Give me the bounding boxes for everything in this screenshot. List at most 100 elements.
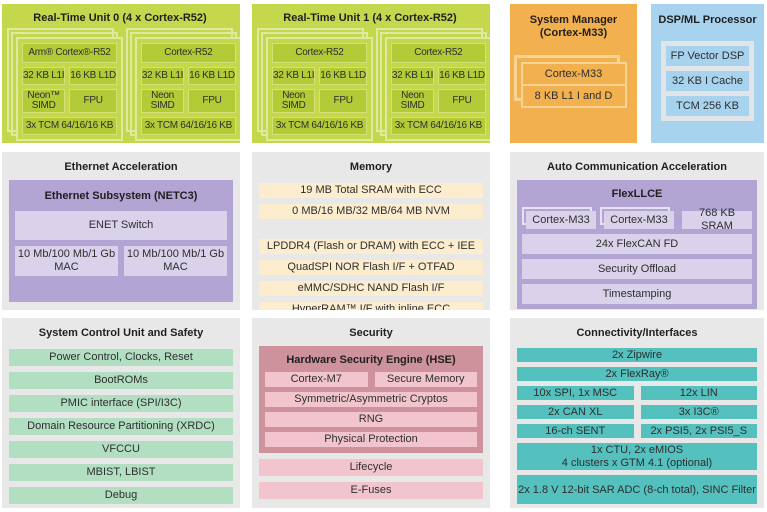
psi5-cell: 2x PSI5, 2x PSI5_S [640,424,757,438]
fpu-cell: FPU [69,89,117,113]
secure-memory-cell: Secure Memory [374,372,477,387]
core-name: Arm® Cortex®-R52 [22,43,117,63]
scu-row: PMIC interface (SPI/I3C) [9,395,233,412]
fpu-cell: FPU [319,89,367,113]
core-name: Cortex-R52 [390,43,486,63]
memory-row: 19 MB Total SRAM with ECC [259,183,483,198]
tcm-cell: 3x TCM 64/16/16 KB [390,117,486,135]
rtu1-core-cluster-1: Cortex-R52 32 KB L1I 16 KB L1D Neon SIMD… [375,28,490,141]
scu-safety-title: System Control Unit and Safety [38,327,204,339]
connectivity-title: Connectivity/Interfaces [576,327,698,339]
efuses-row: E-Fuses [259,482,483,499]
memory-row: HyperRAM™ I/F with inline ECC [259,302,483,310]
sent-cell: 16-ch SENT [517,424,634,438]
fpu-cell: FPU [438,89,486,113]
timestamping-row: Timestamping [522,284,752,304]
scu-row: Power Control, Clocks, Reset [9,349,233,366]
l1d-cache-cell: 16 KB L1D [319,67,367,85]
ctu-line-1: 1x CTU, 2x eMIOS [590,443,684,456]
section-ethernet-acceleration: Ethernet Acceleration Ethernet Subsystem… [2,152,240,310]
core-name: Cortex-R52 [140,43,236,63]
simd-cell: Neon™ SIMD [22,89,66,113]
flexllce-core-stack: Cortex-M33 [522,207,596,229]
ethernet-subsystem-title: Ethernet Subsystem (NETC3) [44,190,198,202]
flexllce-core-stack: Cortex-M33 [600,207,674,229]
sram-cell: 768 KB SRAM [682,207,752,232]
dsp-ml-card: FP Vector DSP 32 KB I Cache TCM 256 KB [661,41,754,121]
rtu0-cores: Arm® Cortex®-R52 32 KB L1I 16 KB L1D Neo… [6,28,240,141]
i3c-cell: 3x I3C® [640,405,757,419]
tcm-cell: 3x TCM 64/16/16 KB [22,117,117,135]
rtu0-core-cluster-1: Cortex-R52 32 KB L1I 16 KB L1D Neon SIMD… [125,28,240,141]
l1i-cache-cell: 32 KB L1I [390,67,435,85]
section-memory: Memory 19 MB Total SRAM with ECC 0 MB/16… [252,152,490,310]
l1d-cache-cell: 16 KB L1D [69,67,117,85]
cortex-m7-cell: Cortex-M7 [265,372,368,387]
rtu1-title: Real-Time Unit 1 (4 x Cortex-R52) [283,12,457,24]
flexllce-core-row: Cortex-M33 Cortex-M33 768 KB SRAM [522,207,752,232]
cortex-m33-cell: Cortex-M33 [604,211,674,229]
tcm-cell: TCM 256 KB [666,96,749,116]
l1-cache-cell: 8 KB L1 I and D [522,86,625,106]
memory-row: eMMC/SDHC NAND Flash I/F [259,281,483,296]
zipwire-row: 2x Zipwire [517,348,757,362]
auto-comm-title: Auto Communication Acceleration [547,161,727,173]
cryptos-row: Symmetric/Asymmetric Cryptos [265,392,477,407]
scu-row: MBIST, LBIST [9,464,233,481]
lin-cell: 12x LIN [640,386,757,400]
section-dsp-ml: DSP/ML Processor FP Vector DSP 32 KB I C… [651,4,764,143]
simd-cell: Neon SIMD [272,89,316,113]
hse-box: Hardware Security Engine (HSE) Cortex-M7… [259,346,483,453]
system-manager-title: System Manager (Cortex-M33) [529,14,618,39]
connectivity-pair-row: 10x SPI, 1x MSC 12x LIN [517,386,757,400]
rtu1-core-cluster-0: Cortex-R52 32 KB L1I 16 KB L1D Neon SIMD… [257,28,373,141]
ethernet-subsystem-box: Ethernet Subsystem (NETC3) ENET Switch 1… [9,180,233,302]
section-system-manager: System Manager (Cortex-M33) Cortex-M33 8… [510,4,637,143]
ctu-emios-gtm-row: 1x CTU, 2x eMIOS 4 clusters x GTM 4.1 (o… [517,443,757,471]
hse-pair-row: Cortex-M7 Secure Memory [265,372,477,387]
section-rtu0: Real-Time Unit 0 (4 x Cortex-R52) Arm® C… [2,4,240,143]
dsp-ml-title: DSP/ML Processor [658,14,757,26]
section-connectivity: Connectivity/Interfaces 2x Zipwire 2x Fl… [510,318,764,508]
section-scu-safety: System Control Unit and Safety Power Con… [2,318,240,508]
scu-row: BootROMs [9,372,233,389]
section-auto-comm: Auto Communication Acceleration FlexLLCE… [510,152,764,310]
memory-title: Memory [349,161,393,173]
scu-row: VFCCU [9,441,233,458]
mac-cell: 10 Mb/100 Mb/1 Gb MAC [124,246,227,276]
enet-switch-cell: ENET Switch [15,211,227,240]
rtu0-title: Real-Time Unit 0 (4 x Cortex-R52) [33,12,207,24]
physical-protection-row: Physical Protection [265,432,477,447]
l1i-cache-cell: 32 KB L1I [272,67,316,85]
simd-cell: Neon SIMD [140,89,185,113]
simd-cell: Neon SIMD [390,89,435,113]
mac-row: 10 Mb/100 Mb/1 Gb MAC 10 Mb/100 Mb/1 Gb … [15,246,227,276]
flexllce-title: FlexLLCE [611,188,663,200]
memory-row: 0 MB/16 MB/32 MB/64 MB NVM [259,204,483,219]
cortex-m33-cell: Cortex-M33 [526,211,596,229]
cortex-m33-cell: Cortex-M33 [522,64,625,84]
memory-row: LPDDR4 (Flash or DRAM) with ECC + IEE [259,239,483,254]
l1i-cache-cell: 32 KB L1I [140,67,185,85]
connectivity-pair-row: 16-ch SENT 2x PSI5, 2x PSI5_S [517,424,757,438]
hse-title: Hardware Security Engine (HSE) [286,354,456,366]
mac-cell: 10 Mb/100 Mb/1 Gb MAC [15,246,118,276]
tcm-cell: 3x TCM 64/16/16 KB [272,117,367,135]
sar-adc-row: 2x 1.8 V 12-bit SAR ADC (8-ch total), SI… [517,475,757,504]
flexcan-row: 24x FlexCAN FD [522,234,752,254]
memory-row: QuadSPI NOR Flash I/F + OTFAD [259,260,483,275]
tcm-cell: 3x TCM 64/16/16 KB [140,117,236,135]
lifecycle-row: Lifecycle [259,459,483,476]
l1i-cache-cell: 32 KB L1I [22,67,66,85]
connectivity-pair-row: 2x CAN XL 3x I3C® [517,405,757,419]
fp-vector-dsp-cell: FP Vector DSP [666,46,749,66]
scu-row: Debug [9,487,233,504]
l1d-cache-cell: 16 KB L1D [438,67,486,85]
icache-cell: 32 KB I Cache [666,71,749,91]
flexllce-box: FlexLLCE Cortex-M33 Cortex-M33 768 KB SR… [517,180,757,309]
fpu-cell: FPU [188,89,236,113]
security-title: Security [349,327,393,339]
core-name: Cortex-R52 [272,43,367,63]
l1d-cache-cell: 16 KB L1D [188,67,236,85]
flexray-row: 2x FlexRay® [517,367,757,381]
